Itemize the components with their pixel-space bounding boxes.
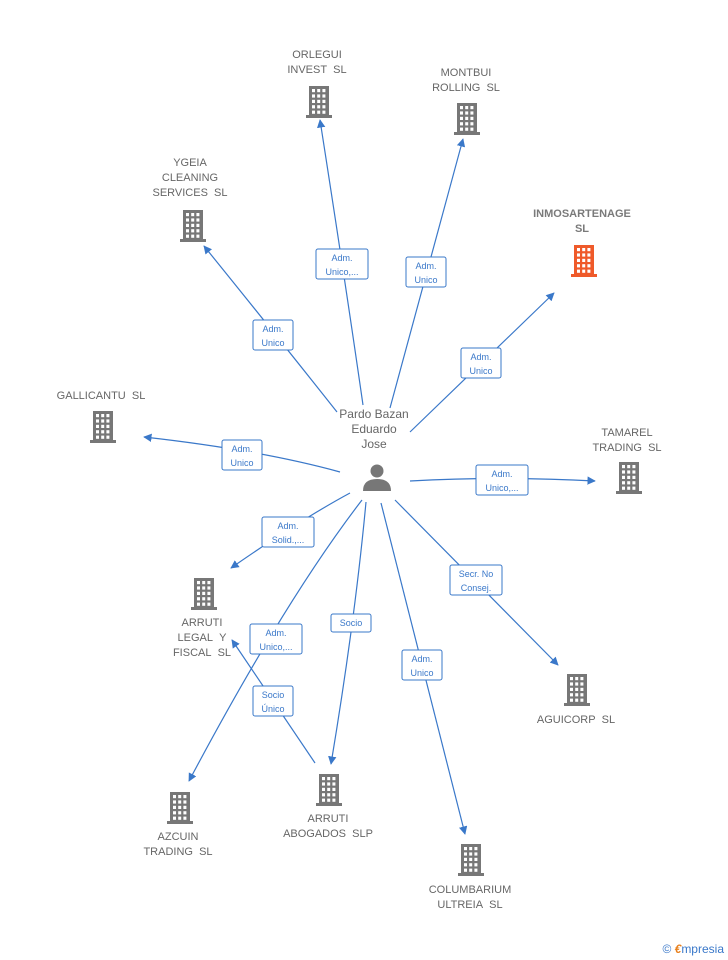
building-icon-arruti-legal[interactable] bbox=[191, 578, 217, 610]
edge-label-line: Unico bbox=[230, 458, 253, 468]
company-name-line: TRADING SL bbox=[592, 442, 661, 454]
edge-label-line: Solid.,... bbox=[272, 535, 305, 545]
building-icon-tamarel[interactable] bbox=[616, 462, 642, 494]
company-name-line: ARRUTI bbox=[182, 617, 223, 629]
person-name-line: Pardo Bazan bbox=[339, 407, 408, 421]
edge-label-inmosartenage[interactable]: Adm. Unico bbox=[460, 347, 502, 379]
brand-footer: © €mpresia bbox=[662, 942, 724, 956]
brand-initial: € bbox=[674, 942, 682, 956]
edge-label-line: Único bbox=[261, 704, 284, 714]
edge-azcuin bbox=[188, 499, 363, 782]
edge-label-line: Adm. bbox=[415, 261, 436, 271]
edge-label-gallicantu[interactable]: Adm. Unico bbox=[221, 439, 263, 471]
company-name-line: INVEST SL bbox=[287, 64, 346, 76]
company-name-line: TAMAREL bbox=[601, 427, 652, 439]
edge-label-tamarel[interactable]: Adm. Unico,... bbox=[475, 464, 529, 496]
company-name-line: FISCAL SL bbox=[173, 647, 231, 659]
edge-label-line: Unico bbox=[469, 366, 492, 376]
company-name-line: SL bbox=[575, 223, 589, 235]
company-name-line: GALLICANTU SL bbox=[57, 390, 146, 402]
building-icon-ygeia[interactable] bbox=[180, 210, 206, 242]
building-icon-gallicantu[interactable] bbox=[90, 411, 116, 443]
edge-label-ygeia[interactable]: Adm. Unico bbox=[252, 319, 294, 351]
company-label-columbarium[interactable]: COLUMBARIUM ULTREIA SL bbox=[429, 884, 512, 911]
company-name-line: COLUMBARIUM bbox=[429, 884, 512, 896]
company-label-azcuin[interactable]: AZCUIN TRADING SL bbox=[143, 831, 212, 858]
building-icon-inmosartenage[interactable] bbox=[571, 245, 597, 277]
edge-label-line: Adm. bbox=[491, 469, 512, 479]
building-icon-montbui[interactable] bbox=[454, 103, 480, 135]
edge-label-line: Adm. bbox=[262, 324, 283, 334]
company-name-line: ORLEGUI bbox=[292, 49, 342, 61]
company-label-tamarel[interactable]: TAMAREL TRADING SL bbox=[592, 427, 661, 454]
edge-label-line: Adm. bbox=[470, 352, 491, 362]
company-label-inmosartenage[interactable]: INMOSARTENAGE SL bbox=[533, 208, 631, 235]
person-icon[interactable] bbox=[363, 464, 391, 492]
edge-label-line: Socio bbox=[262, 690, 285, 700]
edge-label-line: Unico,... bbox=[325, 267, 358, 277]
edge-label-line: Unico,... bbox=[259, 642, 292, 652]
person-name-line: Jose bbox=[361, 437, 387, 451]
edge-label-orlegui[interactable]: Adm. Unico,... bbox=[315, 248, 369, 280]
company-label-gallicantu[interactable]: GALLICANTU SL bbox=[57, 390, 146, 402]
building-icon-azcuin[interactable] bbox=[167, 792, 193, 824]
edge-label-aguicorp[interactable]: Secr. No Consej. bbox=[449, 564, 503, 596]
company-label-orlegui[interactable]: ORLEGUI INVEST SL bbox=[287, 49, 346, 76]
building-icon-columbarium[interactable] bbox=[458, 844, 484, 876]
company-label-arruti-abogados[interactable]: ARRUTI ABOGADOS SLP bbox=[283, 813, 373, 840]
company-name-line: AZCUIN bbox=[158, 831, 199, 843]
edge-label-columbarium[interactable]: Adm. Unico bbox=[401, 649, 443, 681]
copyright-symbol: © bbox=[662, 942, 672, 956]
company-name-line: INMOSARTENAGE bbox=[533, 208, 631, 220]
building-icon-arruti-abogados[interactable] bbox=[316, 774, 342, 806]
company-name-line: CLEANING bbox=[162, 172, 218, 184]
company-name-line: ROLLING SL bbox=[432, 82, 500, 94]
edge-label-line: Adm. bbox=[331, 253, 352, 263]
edge-label-montbui[interactable]: Adm. Unico bbox=[405, 256, 447, 288]
edge-label-line: Adm. bbox=[231, 444, 252, 454]
edge-label-line: Unico bbox=[261, 338, 284, 348]
company-name-line: ULTREIA SL bbox=[437, 899, 502, 911]
building-icon-orlegui[interactable] bbox=[306, 86, 332, 118]
company-name-line: LEGAL Y bbox=[178, 632, 228, 644]
edge-label-line: Socio bbox=[340, 618, 363, 628]
company-name-line: ARRUTI bbox=[308, 813, 349, 825]
edge-columbarium bbox=[380, 502, 468, 835]
edge-label-line: Secr. No bbox=[459, 569, 494, 579]
edge-label-line: Unico,... bbox=[485, 483, 518, 493]
edge-label-azcuin[interactable]: Adm. Unico,... bbox=[249, 623, 303, 655]
edge-arruti-abogados bbox=[328, 501, 367, 765]
company-name-line: AGUICORP SL bbox=[537, 714, 615, 726]
edge-label-line: Adm. bbox=[411, 654, 432, 664]
company-name-line: ABOGADOS SLP bbox=[283, 828, 373, 840]
brand-name: mpresia bbox=[681, 942, 724, 956]
company-label-montbui[interactable]: MONTBUI ROLLING SL bbox=[432, 67, 500, 94]
company-name-line: MONTBUI bbox=[441, 67, 492, 79]
edge-label-line: Adm. bbox=[277, 521, 298, 531]
company-name-line: YGEIA bbox=[173, 157, 207, 169]
company-label-ygeia[interactable]: YGEIA CLEANING SERVICES SL bbox=[153, 157, 228, 199]
edge-label-line: Unico bbox=[414, 275, 437, 285]
edge-label-line: Consej. bbox=[461, 583, 492, 593]
person-name-line: Eduardo bbox=[351, 422, 397, 436]
building-icon-aguicorp[interactable] bbox=[564, 674, 590, 706]
company-label-arruti-legal[interactable]: ARRUTI LEGAL Y FISCAL SL bbox=[173, 617, 231, 659]
edge-label-line: Adm. bbox=[265, 628, 286, 638]
company-label-aguicorp[interactable]: AGUICORP SL bbox=[537, 714, 615, 726]
edge-label-arruti-legal[interactable]: Adm. Solid.,... bbox=[261, 516, 315, 548]
edge-label-arruti-abogados[interactable]: Socio bbox=[330, 613, 372, 633]
edge-label-line: Unico bbox=[410, 668, 433, 678]
company-name-line: SERVICES SL bbox=[153, 187, 228, 199]
company-name-line: TRADING SL bbox=[143, 846, 212, 858]
